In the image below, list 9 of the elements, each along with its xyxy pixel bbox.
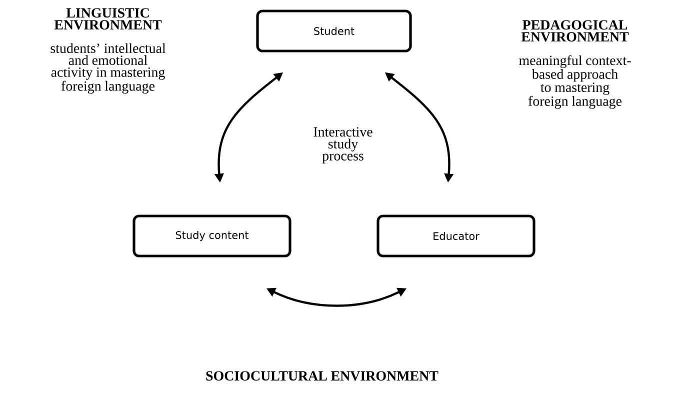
center-label: Interactive study process [314,127,372,164]
process-box: Study content [132,214,292,258]
environment-heading: LINGUISTIC ENVIRONMENT [54,8,162,30]
process-box: Student [256,10,412,52]
environment-description: students’ intellectual and emotional activity in mastering foreign language [50,43,166,94]
process-box: Educator [376,214,536,258]
environment-heading: PEDAGOGICAL ENVIRONMENT [521,20,629,42]
environment-heading: SOCIOCULTURAL ENVIRONMENT [206,371,438,381]
environment-description: meaningful context-based approach to mastering foreign language [519,55,631,109]
